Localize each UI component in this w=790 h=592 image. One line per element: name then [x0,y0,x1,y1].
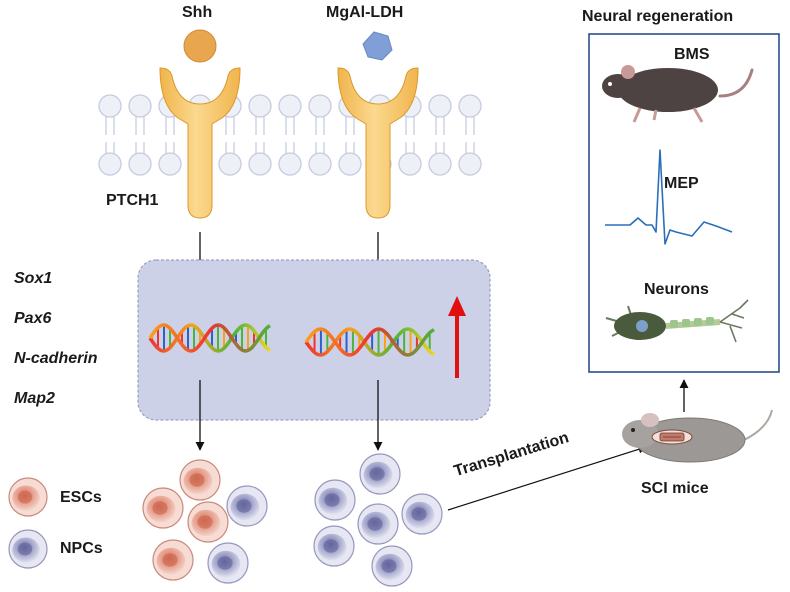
transplantation-arrow [447,445,647,511]
neuron-icon [605,299,749,343]
mep-waveform [605,149,733,245]
ldh-ligand-icon [362,31,393,61]
upregulation-arrow-icon [448,296,466,378]
left-cell-5 [152,539,194,581]
left-cell-6 [207,542,249,584]
right-cell-3 [401,493,443,535]
right-cell-2 [314,479,356,521]
bms-label: BMS [674,46,710,63]
npc-legend-label: NPCs [60,540,103,557]
ptch1-label: PTCH1 [106,192,159,209]
esc-legend-label: ESCs [60,489,102,506]
right-cell-5 [313,525,355,567]
neurons-label: Neurons [644,281,709,298]
rat-icon [602,65,754,123]
regeneration-title: Neural regeneration [582,8,734,25]
sci-mice-label: SCI mice [641,480,709,497]
right-cell-1 [359,453,401,495]
cell-membrane [98,94,482,176]
right-cell-4 [357,503,399,545]
npc-legend-cell [8,529,48,569]
dna-helix-left-icon [148,323,271,353]
gene-label-map2: Map2 [14,390,55,407]
gene-label-pax6: Pax6 [14,310,52,327]
left-cell-4 [226,485,268,527]
left-cell-1 [179,459,221,501]
left-cell-2 [142,487,184,529]
mep-label: MEP [664,175,699,192]
shh-ligand-icon [183,29,217,63]
left-cell-3 [187,501,229,543]
right-cell-6 [371,545,413,587]
ptch1-receptor-right [337,67,419,219]
shh-label: Shh [182,4,213,21]
ldh-label: MgAl-LDH [326,4,404,21]
dna-helix-right-icon [304,327,435,357]
gene-label-sox1: Sox1 [14,270,53,287]
gene-label-n-cadherin: N-cadherin [14,350,98,367]
ptch1-receptor-left [159,67,241,219]
sci-mouse-icon [622,409,773,463]
esc-legend-cell [8,477,48,517]
